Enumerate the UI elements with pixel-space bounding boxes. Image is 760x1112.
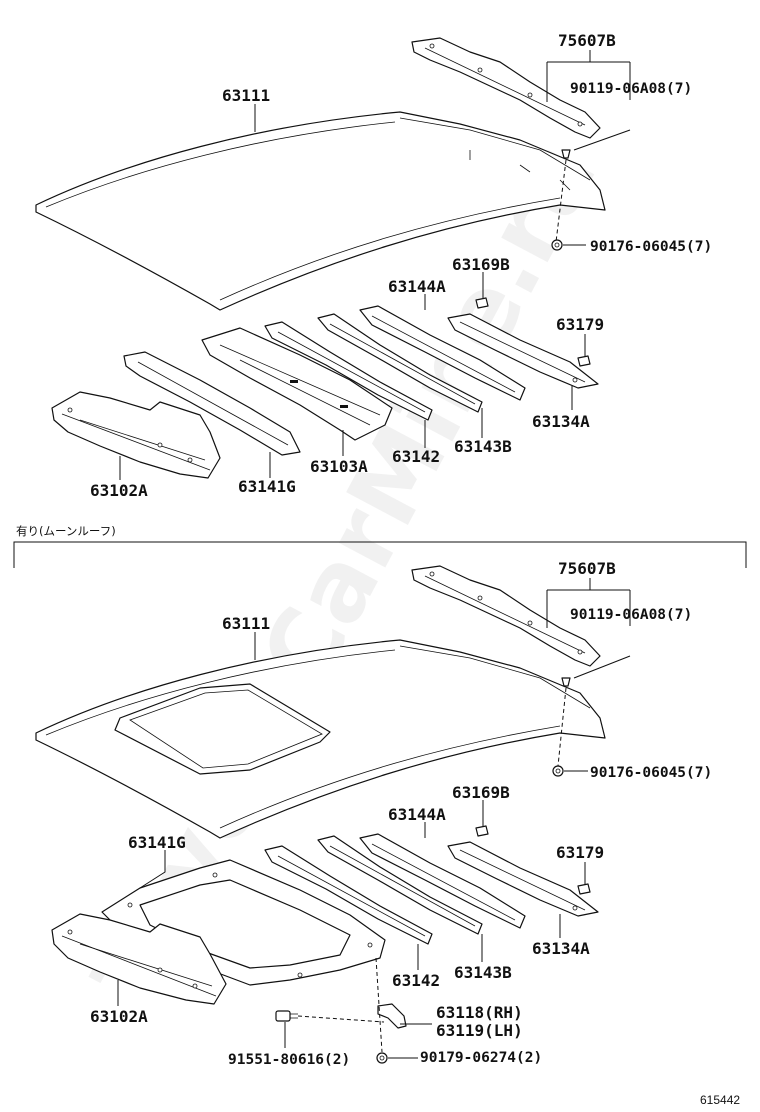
label-63119: 63119(LH) (436, 1021, 523, 1040)
dash-line-bottom-clip (557, 687, 567, 767)
label-90119-b: 90119-06A08(7) (570, 607, 692, 623)
figure-id: 615442 (700, 1093, 740, 1107)
label-90176-b: 90176-06045(7) (590, 765, 712, 781)
label-63134a-b: 63134A (532, 939, 590, 958)
part-63179-top[interactable] (577, 355, 591, 367)
bottom-section: 75607B 90119-06A08(7) 63111 90176-06045(… (35, 559, 712, 1068)
part-63141g-top[interactable] (123, 351, 301, 456)
label-63143b-b: 63143B (454, 963, 512, 982)
part-63103a-top[interactable] (201, 327, 393, 441)
clip-90119-top[interactable] (561, 149, 571, 159)
part-63134a-bottom[interactable] (447, 841, 599, 917)
label-63169b: 63169B (452, 255, 510, 274)
label-63102a-b: 63102A (90, 1007, 148, 1026)
part-63142-bottom[interactable] (264, 845, 433, 945)
dash-line-bolt (297, 1015, 385, 1023)
label-75607b: 75607B (558, 31, 616, 50)
bolt-91551[interactable] (275, 1010, 298, 1022)
part-63142-top[interactable] (264, 321, 433, 421)
nut-90176-top[interactable] (551, 239, 563, 251)
dash-line-frame-nut (375, 957, 383, 1053)
label-90179: 90179-06274(2) (420, 1050, 542, 1066)
part-63143b-top[interactable] (317, 313, 483, 413)
part-63179-bottom[interactable] (577, 883, 591, 895)
variant-caption: 有り(ムーンルーフ) (16, 524, 116, 538)
label-63179: 63179 (556, 315, 604, 334)
part-63102a-bottom[interactable] (51, 913, 227, 1005)
label-63144a-b: 63144A (388, 805, 446, 824)
part-63144a-top[interactable] (359, 305, 526, 401)
part-63102a-top[interactable] (51, 391, 221, 479)
label-63134a: 63134A (532, 412, 590, 431)
label-63118: 63118(RH) (436, 1003, 523, 1022)
label-75607b-b: 75607B (558, 559, 616, 578)
variant-bracket: 有り(ムーンルーフ) (13, 524, 747, 568)
part-63144a-bottom[interactable] (359, 833, 526, 929)
part-63143b-bottom[interactable] (317, 835, 483, 935)
nut-90176-bottom[interactable] (552, 765, 564, 777)
label-90176: 90176-06045(7) (590, 239, 712, 255)
label-63143b: 63143B (454, 437, 512, 456)
label-63111-b: 63111 (222, 614, 270, 633)
label-63111: 63111 (222, 86, 270, 105)
label-63169b-b: 63169B (452, 783, 510, 802)
clip-90119-bottom[interactable] (561, 677, 571, 687)
label-90119: 90119-06A08(7) (570, 81, 692, 97)
label-63142: 63142 (392, 447, 440, 466)
label-63141g-b: 63141G (128, 833, 186, 852)
part-63134a-top[interactable] (447, 313, 599, 389)
label-63142-b: 63142 (392, 971, 440, 990)
part-75607b-top[interactable] (411, 37, 601, 139)
label-63179-b: 63179 (556, 843, 604, 862)
part-63111-roof-panel-bottom[interactable] (35, 639, 606, 839)
part-63169b-bottom[interactable] (475, 825, 489, 837)
part-75607b-bottom[interactable] (411, 565, 601, 667)
label-63103a: 63103A (310, 457, 368, 476)
part-63169b-top[interactable] (475, 297, 489, 309)
leader-lines-bottom (117, 578, 631, 1059)
leader-lines-top (119, 50, 631, 480)
part-63111-roof-panel-top[interactable] (35, 111, 606, 311)
label-91551: 91551-80616(2) (228, 1052, 350, 1068)
label-63144a: 63144A (388, 277, 446, 296)
label-63102a: 63102A (90, 481, 148, 500)
top-section: 75607B 90119-06A08(7) 63111 90176-06045(… (35, 31, 712, 500)
label-63141g: 63141G (238, 477, 296, 496)
nut-90179[interactable] (376, 1052, 388, 1064)
